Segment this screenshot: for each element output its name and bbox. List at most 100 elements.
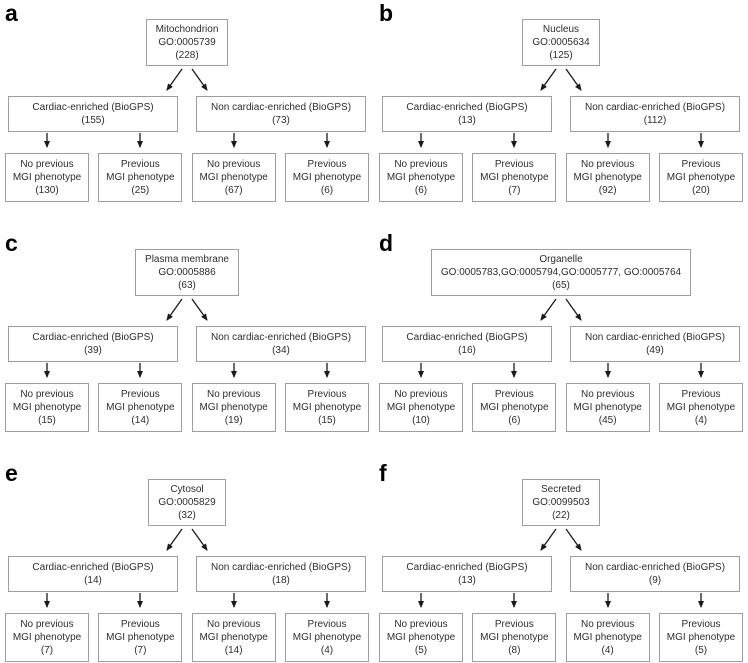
leaf-label-line1: No previous bbox=[20, 619, 74, 630]
branch-label: Non cardiac-enriched (BioGPS) bbox=[584, 332, 726, 343]
leaf-row: No previous MGI phenotype (6) Previous M… bbox=[374, 153, 748, 202]
down-arrows bbox=[418, 363, 704, 378]
leaf-box: No previous MGI phenotype (92) bbox=[565, 153, 650, 202]
leaf-label-line2: MGI phenotype bbox=[12, 632, 82, 643]
branch-count: (14) bbox=[84, 575, 102, 586]
leaf-label-line1: No previous bbox=[206, 619, 261, 630]
leaf-box: Previous MGI phenotype (7) bbox=[98, 613, 183, 662]
root-count: (228) bbox=[175, 50, 199, 61]
branch-box-non-cardiac: Non cardiac-enriched (BioGPS) (9) bbox=[570, 556, 740, 592]
leaf-count: (7) bbox=[40, 645, 54, 656]
root-count: (32) bbox=[178, 510, 196, 521]
leaf-count: (92) bbox=[598, 185, 617, 196]
leaf-label-line2: MGI phenotype bbox=[292, 172, 362, 183]
leaf-label-line2: MGI phenotype bbox=[480, 172, 549, 183]
leaf-label-line2: MGI phenotype bbox=[480, 402, 549, 413]
leaf-count: (130) bbox=[35, 185, 59, 196]
branch-label: Cardiac-enriched (BioGPS) bbox=[32, 332, 154, 343]
leaf-label-line1: Previous bbox=[120, 389, 160, 400]
panel-label-f: f bbox=[379, 460, 387, 486]
leaf-label-line1: No previous bbox=[580, 159, 635, 170]
leaf-box: Previous MGI phenotype (25) bbox=[98, 153, 183, 202]
leaf-count: (10) bbox=[412, 415, 430, 426]
branch-box-cardiac: Cardiac-enriched (BioGPS) (39) bbox=[8, 326, 178, 362]
branch-count: (16) bbox=[458, 345, 476, 356]
leaf-count: (25) bbox=[131, 185, 150, 196]
leaf-label-line2: MGI phenotype bbox=[199, 402, 268, 413]
branch-count: (73) bbox=[272, 115, 290, 126]
branch-box-cardiac: Cardiac-enriched (BioGPS) (155) bbox=[8, 96, 178, 132]
root-box-secreted: Secreted GO:0099503 (22) bbox=[522, 479, 600, 526]
leaf-label-line2: MGI phenotype bbox=[573, 172, 642, 183]
panel-a: a Mitochondrion GO:0005739 (228) Cardiac… bbox=[0, 0, 374, 220]
root-go-id: GO:0005886 bbox=[158, 267, 216, 278]
root-go-id: GO:0005829 bbox=[158, 497, 216, 508]
leaf-row: No previous MGI phenotype (5) Previous M… bbox=[374, 613, 748, 662]
leaf-count: (4) bbox=[601, 645, 614, 656]
leaf-box: No previous MGI phenotype (130) bbox=[5, 153, 89, 202]
leaf-box: No previous MGI phenotype (4) bbox=[565, 613, 650, 662]
root-title: Cytosol bbox=[170, 484, 204, 495]
branch-count: (9) bbox=[648, 575, 662, 586]
leaf-count: (8) bbox=[508, 645, 521, 656]
root-go-id: GO:0005783,GO:0005794,GO:0005777, GO:000… bbox=[440, 267, 682, 278]
branch-row: Cardiac-enriched (BioGPS) (14) Non cardi… bbox=[0, 556, 374, 592]
leaf-label-line1: Previous bbox=[494, 619, 534, 630]
leaf-label-line1: No previous bbox=[394, 159, 448, 170]
root-title: Organelle bbox=[539, 254, 583, 265]
root-count: (22) bbox=[552, 510, 570, 521]
leaf-count: (6) bbox=[508, 415, 521, 426]
down-arrows bbox=[44, 133, 330, 148]
leaf-count: (20) bbox=[692, 185, 710, 196]
leaf-label-line2: MGI phenotype bbox=[12, 172, 82, 183]
split-arrows bbox=[540, 68, 582, 91]
branch-label: Cardiac-enriched (BioGPS) bbox=[406, 102, 528, 113]
branch-box-non-cardiac: Non cardiac-enriched (BioGPS) (18) bbox=[196, 556, 366, 592]
leaf-count: (5) bbox=[694, 645, 708, 656]
leaf-label-line2: MGI phenotype bbox=[386, 632, 456, 643]
panel-label-d: d bbox=[379, 230, 394, 256]
leaf-count: (45) bbox=[598, 415, 617, 426]
branch-label: Cardiac-enriched (BioGPS) bbox=[32, 102, 154, 113]
down-arrows bbox=[418, 133, 704, 148]
leaf-count: (4) bbox=[320, 645, 334, 656]
leaf-label-line1: Previous bbox=[681, 389, 721, 400]
root-go-id: GO:0005634 bbox=[532, 37, 590, 48]
leaf-box: No previous MGI phenotype (7) bbox=[5, 613, 89, 662]
split-arrows bbox=[166, 528, 208, 551]
leaf-label-line1: Previous bbox=[681, 619, 721, 630]
root-box-plasma-membrane: Plasma membrane GO:0005886 (63) bbox=[135, 249, 239, 296]
leaf-label-line1: No previous bbox=[580, 389, 635, 400]
branch-label: Cardiac-enriched (BioGPS) bbox=[406, 332, 528, 343]
root-box-cytosol: Cytosol GO:0005829 (32) bbox=[148, 479, 226, 526]
root-box-nucleus: Nucleus GO:0005634 (125) bbox=[522, 19, 600, 66]
leaf-label-line1: Previous bbox=[120, 619, 160, 630]
leaf-label-line1: Previous bbox=[494, 159, 534, 170]
leaf-label-line2: MGI phenotype bbox=[199, 632, 268, 643]
flowchart-b: Nucleus GO:0005634 (125) Cardiac-enriche… bbox=[374, 0, 748, 202]
leaf-box: Previous MGI phenotype (14) bbox=[98, 383, 183, 432]
leaf-label-line1: No previous bbox=[20, 159, 74, 170]
down-arrows bbox=[44, 593, 330, 608]
leaf-box: No previous MGI phenotype (67) bbox=[191, 153, 276, 202]
leaf-label-line1: Previous bbox=[494, 389, 534, 400]
split-arrows bbox=[166, 68, 208, 91]
branch-count: (13) bbox=[458, 115, 476, 126]
leaf-label-line2: MGI phenotype bbox=[666, 402, 736, 413]
leaf-box: No previous MGI phenotype (19) bbox=[191, 383, 276, 432]
root-box-mitochondrion: Mitochondrion GO:0005739 (228) bbox=[145, 19, 229, 66]
root-title: Secreted bbox=[540, 484, 581, 495]
leaf-label-line2: MGI phenotype bbox=[480, 632, 549, 643]
flowchart-d: Organelle GO:0005783,GO:0005794,GO:00057… bbox=[374, 220, 748, 432]
branch-label: Non cardiac-enriched (BioGPS) bbox=[584, 102, 726, 113]
branch-label: Non cardiac-enriched (BioGPS) bbox=[210, 562, 352, 573]
branch-box-cardiac: Cardiac-enriched (BioGPS) (16) bbox=[382, 326, 552, 362]
flowchart-e: Cytosol GO:0005829 (32) Cardiac-enriched… bbox=[0, 440, 374, 662]
leaf-count: (7) bbox=[508, 185, 521, 196]
branch-count: (34) bbox=[272, 345, 290, 356]
down-arrows bbox=[418, 593, 704, 608]
leaf-count: (67) bbox=[224, 185, 243, 196]
leaf-count: (5) bbox=[414, 645, 428, 656]
leaf-label-line2: MGI phenotype bbox=[666, 632, 736, 643]
branch-count: (155) bbox=[81, 115, 105, 126]
